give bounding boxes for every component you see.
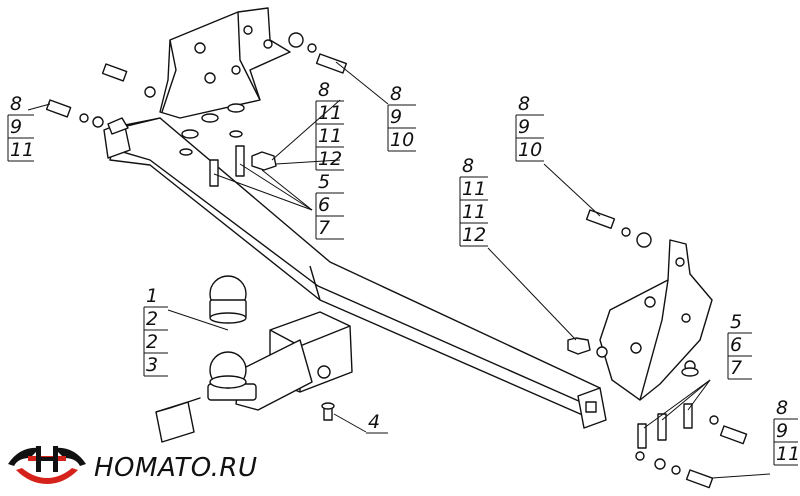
callout-label: 9 — [10, 116, 22, 138]
callout-label: 12 — [462, 224, 486, 246]
callout-label: 6 — [318, 194, 330, 216]
vertical-bolts-left — [179, 103, 277, 187]
callout-label: 8 — [776, 397, 788, 419]
callout-label: 8 — [10, 93, 22, 115]
bolt-left — [45, 99, 104, 128]
ball-mount-assembly — [207, 275, 353, 411]
callout-label: 11 — [462, 178, 486, 200]
right-mount-bracket — [599, 239, 713, 401]
callout-label: 1 — [146, 285, 158, 307]
callout-label: 8 — [390, 83, 402, 105]
callout-label: 4 — [368, 411, 380, 433]
nuts-right-mid — [567, 337, 608, 358]
left-mount-bracket — [159, 7, 291, 119]
callout-label: 11 — [318, 125, 342, 147]
callout-label: 5 — [318, 171, 330, 193]
socket-bolt-part — [321, 402, 335, 421]
callout-label: 2 — [146, 308, 158, 330]
logo-text: HOMATO.RU — [94, 453, 258, 483]
hitch-cover — [155, 397, 201, 443]
callout-label: 8 — [462, 155, 474, 177]
callout-right-bracket-fasteners: 567 — [727, 311, 752, 380]
leader-lines — [27, 61, 771, 479]
bolt-upper-right — [288, 32, 348, 74]
callout-label: 7 — [730, 357, 742, 379]
callout-socket-bolt: 4 — [366, 411, 388, 434]
callout-label: 6 — [730, 334, 742, 356]
callout-label: 10 — [518, 139, 542, 161]
callout-label: 3 — [146, 354, 158, 376]
callout-label: 8 — [318, 79, 330, 101]
callout-label: 11 — [462, 201, 486, 223]
main-cross-beam — [103, 117, 607, 429]
callout-label: 11 — [318, 102, 342, 124]
callout-left-bracket-fasteners: 567 — [315, 171, 344, 240]
homato-logo: HOMATO.RU — [8, 446, 258, 484]
callout-label: 10 — [390, 129, 414, 151]
bolt-bottom-right — [685, 469, 714, 489]
callout-label: 9 — [390, 106, 402, 128]
callout-label: 2 — [146, 331, 158, 353]
bolt-right-upper — [585, 209, 652, 248]
bolt-right-side — [709, 415, 748, 445]
callout-stacks: 8911811111289105678910811111212235674891… — [7, 79, 800, 466]
callout-label: 8 — [518, 93, 530, 115]
callout-label: 11 — [776, 443, 800, 465]
callout-label: 11 — [10, 139, 34, 161]
callout-label: 9 — [518, 116, 530, 138]
callout-label: 12 — [318, 148, 342, 170]
callout-label: 5 — [730, 311, 742, 333]
logo-wings-icon — [8, 446, 86, 484]
bolt-upper-left — [101, 63, 156, 98]
callout-label: 9 — [776, 420, 788, 442]
callout-label: 7 — [318, 217, 330, 239]
vertical-bolts-right — [635, 367, 699, 475]
